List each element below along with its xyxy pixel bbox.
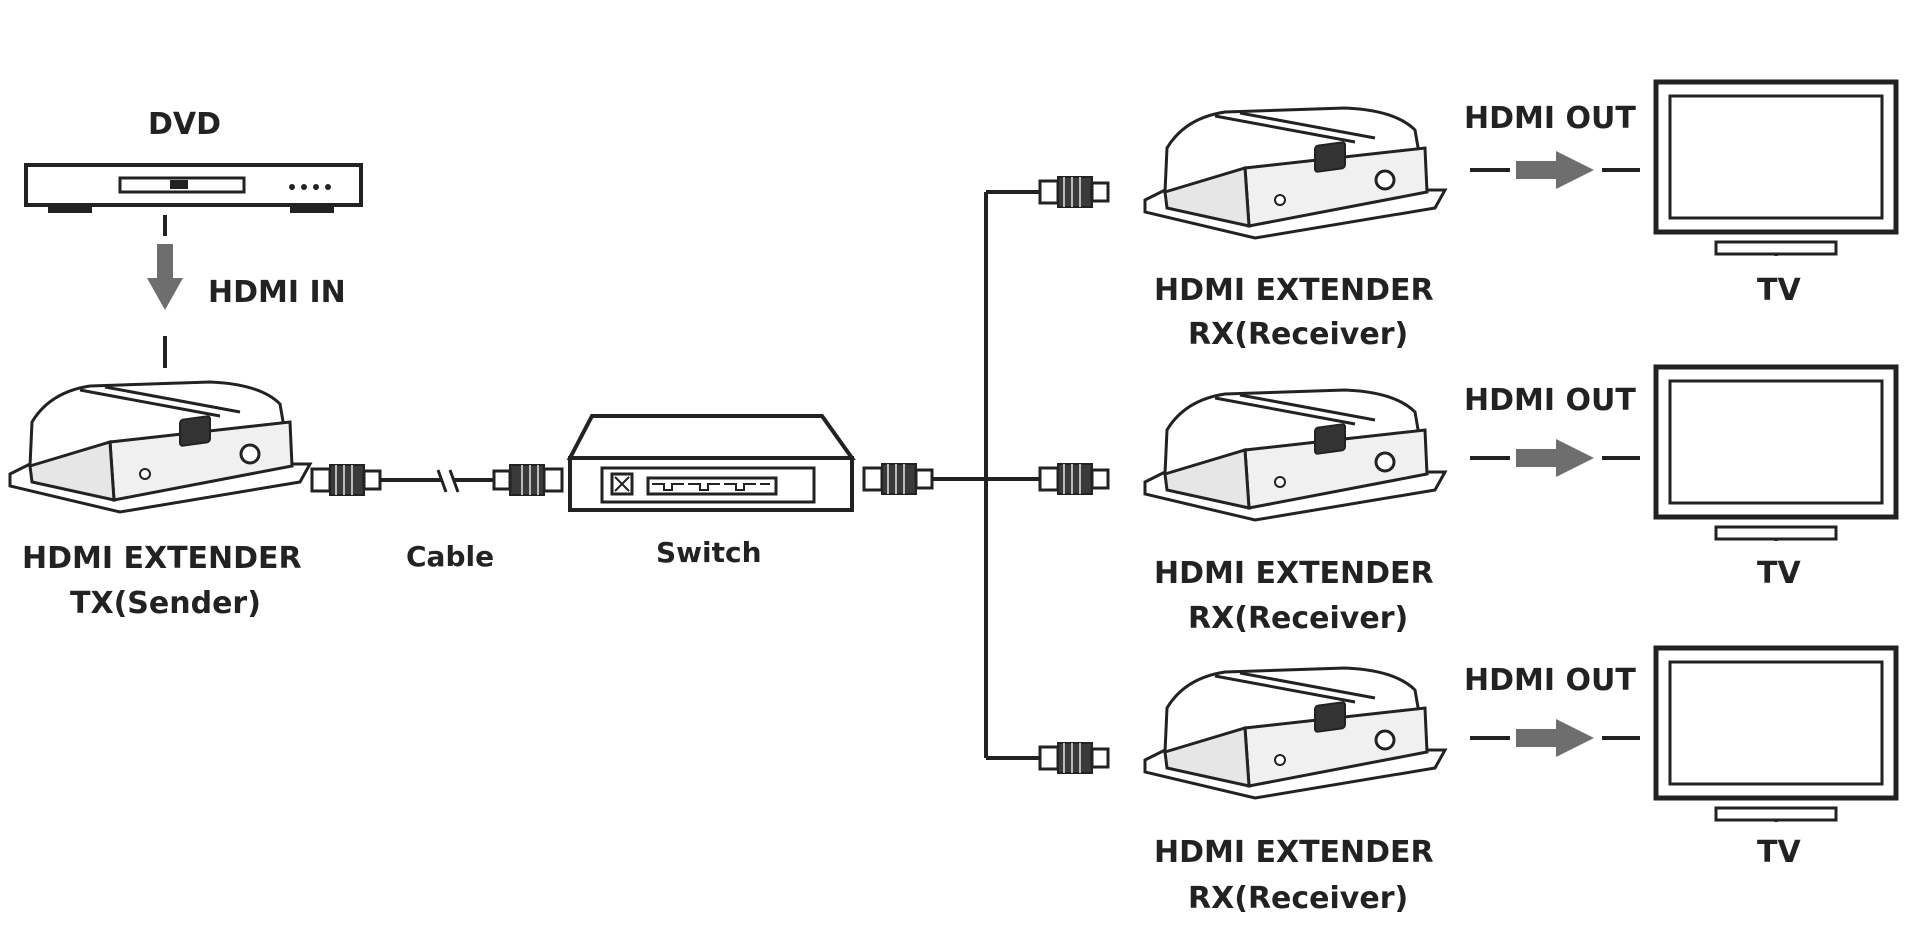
rx2-label-line1: HDMI EXTENDER (1154, 556, 1434, 591)
rx1-label-line2: RX(Receiver) (1188, 317, 1408, 352)
switch-output-cable-icon (862, 175, 1110, 775)
rx2-label-line2: RX(Receiver) (1188, 601, 1408, 636)
ethernet-cable-icon (310, 463, 564, 497)
switch-label: Switch (656, 536, 762, 569)
dvd-label: DVD (148, 107, 221, 142)
hdmi-out-label-3: HDMI OUT (1464, 663, 1636, 698)
arrow-right-icon-3 (1470, 719, 1640, 757)
arrow-right-icon-1 (1470, 151, 1640, 189)
hdmi-in-label: HDMI IN (208, 275, 346, 310)
rx1-label-line1: HDMI EXTENDER (1154, 273, 1434, 308)
rx3-label-line1: HDMI EXTENDER (1154, 835, 1434, 870)
hdmi-out-label-1: HDMI OUT (1464, 101, 1636, 136)
tv-icon-3 (1656, 648, 1896, 821)
tv-label-1: TV (1757, 273, 1801, 308)
tx-label-line2: TX(Sender) (70, 586, 261, 621)
rx3-label-line2: RX(Receiver) (1188, 881, 1408, 916)
arrow-down-icon (147, 215, 183, 368)
hdmi-out-label-2: HDMI OUT (1464, 383, 1636, 418)
tv-label-2: TV (1757, 556, 1801, 591)
tx-extender-icon (8, 380, 312, 514)
dvd-player-icon (24, 163, 363, 213)
rx-extender-icon-3 (1143, 666, 1447, 800)
tv-icon-2 (1656, 367, 1896, 540)
tv-label-3: TV (1757, 835, 1801, 870)
cable-label: Cable (406, 540, 494, 573)
tv-icon-1 (1656, 82, 1896, 255)
rx-extender-icon-1 (1143, 106, 1447, 240)
tx-label-line1: HDMI EXTENDER (22, 541, 302, 576)
rx-extender-icon-2 (1143, 388, 1447, 522)
arrow-right-icon-2 (1470, 439, 1640, 477)
network-switch-icon (566, 414, 856, 512)
